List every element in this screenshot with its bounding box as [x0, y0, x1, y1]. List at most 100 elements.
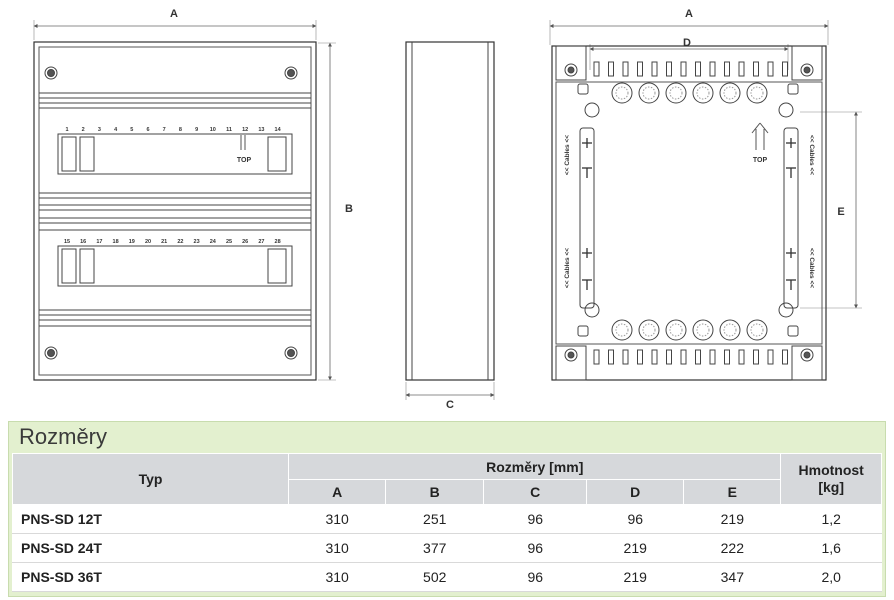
- knockout-bottom: [611, 319, 633, 341]
- table-row: PNS-SD 36T 310 502 96 219 347 2,0: [11, 562, 882, 592]
- cell-d: 96: [586, 504, 685, 534]
- cell-b: 377: [385, 533, 485, 563]
- knockout-bottom-inner: [696, 323, 710, 337]
- comb-top: [666, 61, 672, 77]
- row2-number: 23: [194, 239, 200, 245]
- comb-bottom: [637, 349, 643, 365]
- row1-number: 14: [275, 127, 282, 133]
- row2-number: 21: [161, 239, 167, 245]
- cables-label-right-bottom: << Cables <<: [808, 248, 815, 288]
- comb-top: [622, 61, 629, 77]
- knockout-top: [611, 82, 633, 104]
- comb-bottom: [738, 349, 745, 365]
- row1-number: 7: [163, 127, 166, 133]
- comb-bottom: [608, 349, 614, 365]
- knockout-bottom: [638, 319, 660, 341]
- dimensions-table: Typ Rozměry [mm] Hmotnost [kg] A B C D E…: [11, 453, 882, 592]
- knockout-bottom: [665, 319, 687, 341]
- comb-bottom: [680, 349, 687, 365]
- row2-number: 26: [242, 239, 248, 245]
- row1-number: 5: [130, 127, 133, 133]
- comb-top: [738, 61, 745, 77]
- cell-b: 251: [385, 504, 485, 534]
- cell-d: 219: [586, 562, 685, 592]
- row2-number: 15: [64, 239, 70, 245]
- comb-top: [709, 61, 716, 77]
- header-c: C: [483, 479, 588, 505]
- comb-bottom: [666, 349, 672, 365]
- row2-number: 16: [80, 239, 86, 245]
- cell-c: 96: [483, 562, 588, 592]
- row1-number: 9: [195, 127, 198, 133]
- comb-bottom: [622, 349, 629, 365]
- table-row: PNS-SD 12T 310 251 96 96 219 1,2: [11, 504, 882, 534]
- header-type: Typ: [11, 453, 290, 505]
- cell-c: 96: [483, 504, 588, 534]
- header-a: A: [288, 479, 387, 505]
- dim-b: B: [345, 203, 353, 215]
- knockout-top-inner: [696, 86, 710, 100]
- side-view: [405, 41, 495, 400]
- cables-label-left-top: << Cables <<: [564, 135, 571, 175]
- header-d: D: [586, 479, 685, 505]
- knockout-top: [638, 82, 660, 104]
- dim-a-front: A: [170, 8, 178, 20]
- row1-number: 11: [226, 127, 232, 133]
- row1-number: 6: [146, 127, 149, 133]
- header-weight: Hmotnost [kg]: [780, 453, 882, 505]
- comb-bottom: [753, 349, 759, 365]
- cell-a: 310: [288, 533, 387, 563]
- header-b: B: [385, 479, 485, 505]
- row2-number: 17: [96, 239, 102, 245]
- row-type: PNS-SD 24T: [11, 533, 290, 563]
- knockout-bottom-inner: [642, 323, 656, 337]
- knockout-top: [719, 82, 741, 104]
- cell-weight: 1,6: [780, 533, 882, 563]
- row1-number: 10: [210, 127, 216, 133]
- cell-e: 347: [683, 562, 782, 592]
- row2-number: 22: [177, 239, 183, 245]
- comb-bottom: [724, 349, 730, 365]
- dim-a-back: A: [685, 8, 693, 20]
- comb-bottom: [782, 349, 788, 365]
- header-e: E: [683, 479, 782, 505]
- knockout-top-inner: [669, 86, 683, 100]
- knockout-bottom: [692, 319, 714, 341]
- dim-e: E: [837, 206, 844, 218]
- row2-number: 27: [258, 239, 264, 245]
- cell-weight: 2,0: [780, 562, 882, 592]
- header-dimensions: Rozměry [mm]: [288, 453, 782, 480]
- cell-d: 219: [586, 533, 685, 563]
- row1-number: 4: [114, 127, 118, 133]
- comb-top: [637, 61, 643, 77]
- knockout-bottom-inner: [723, 323, 737, 337]
- cell-a: 310: [288, 562, 387, 592]
- row1-number: 1: [65, 127, 68, 133]
- comb-top: [724, 61, 730, 77]
- comb-top: [767, 61, 774, 77]
- knockout-bottom: [746, 319, 768, 341]
- section-title: Rozměry: [19, 424, 108, 449]
- comb-top: [753, 61, 759, 77]
- row-type: PNS-SD 12T: [11, 504, 290, 534]
- row2-number: 19: [129, 239, 135, 245]
- knockout-top: [746, 82, 768, 104]
- cell-e: 222: [683, 533, 782, 563]
- front-view: [33, 20, 336, 381]
- knockout-bottom-inner: [615, 323, 629, 337]
- cell-c: 96: [483, 533, 588, 563]
- comb-bottom: [651, 349, 658, 365]
- cables-label-right-top: << Cables <<: [808, 135, 815, 175]
- row1-number: 13: [258, 127, 264, 133]
- row2-number: 28: [275, 239, 281, 245]
- row2-number: 20: [145, 239, 151, 245]
- comb-top: [608, 61, 614, 77]
- knockout-bottom-inner: [750, 323, 764, 337]
- cell-weight: 1,2: [780, 504, 882, 534]
- comb-bottom: [709, 349, 716, 365]
- comb-bottom: [767, 349, 774, 365]
- knockout-top: [665, 82, 687, 104]
